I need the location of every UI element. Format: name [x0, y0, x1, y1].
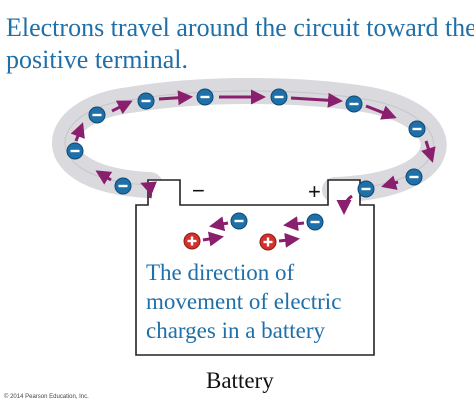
positive-charge-arrows [202, 231, 300, 248]
wire-arrow [421, 140, 436, 163]
battery-label: Battery [206, 368, 274, 393]
diagram-title: Electrons travel around the circuit towa… [6, 12, 474, 76]
wire-arrow [70, 122, 85, 142]
title-line-1: Electrons travel around the circuit towa… [6, 13, 474, 42]
electron [114, 177, 132, 195]
wire-arrows [70, 89, 436, 215]
wire-arrow [158, 90, 193, 106]
caption-line-3: charges in a battery [146, 318, 326, 343]
wire-arrow [365, 104, 397, 120]
wire-arrow [95, 170, 113, 185]
wire-electrons [66, 88, 426, 198]
electron [405, 168, 423, 186]
wire-arrow [290, 92, 343, 108]
positive-arrow [278, 232, 300, 248]
positive-ion [259, 233, 277, 251]
positive-terminal-symbol: + [308, 179, 321, 204]
wire-arrow [381, 175, 399, 190]
battery-electron-arrows [209, 216, 305, 232]
positive-ion [183, 232, 201, 250]
negative-terminal-symbol: − [192, 178, 205, 203]
electron [306, 213, 324, 231]
electron [230, 212, 248, 230]
wire-arrow [111, 100, 133, 115]
electron [137, 92, 155, 110]
positive-charges [183, 232, 277, 251]
electron [88, 106, 106, 124]
battery-caption: The direction of movement of electric ch… [146, 258, 376, 345]
wire-arrow [140, 181, 157, 199]
caption-line-1: The direction of [146, 260, 295, 285]
electron-arrow [209, 216, 229, 232]
electron [408, 120, 426, 138]
battery-electrons [230, 212, 324, 231]
title-line-2: positive terminal. [6, 45, 188, 74]
electron [196, 88, 214, 106]
caption-line-2: movement of electric [146, 289, 342, 314]
positive-arrow [202, 231, 224, 247]
electron [357, 180, 375, 198]
electron [66, 142, 84, 160]
electron [345, 95, 363, 113]
copyright-notice: © 2014 Pearson Education, Inc. [4, 394, 89, 400]
electron-arrow [283, 216, 305, 232]
wire-arrow [336, 194, 353, 215]
electron [270, 88, 288, 106]
